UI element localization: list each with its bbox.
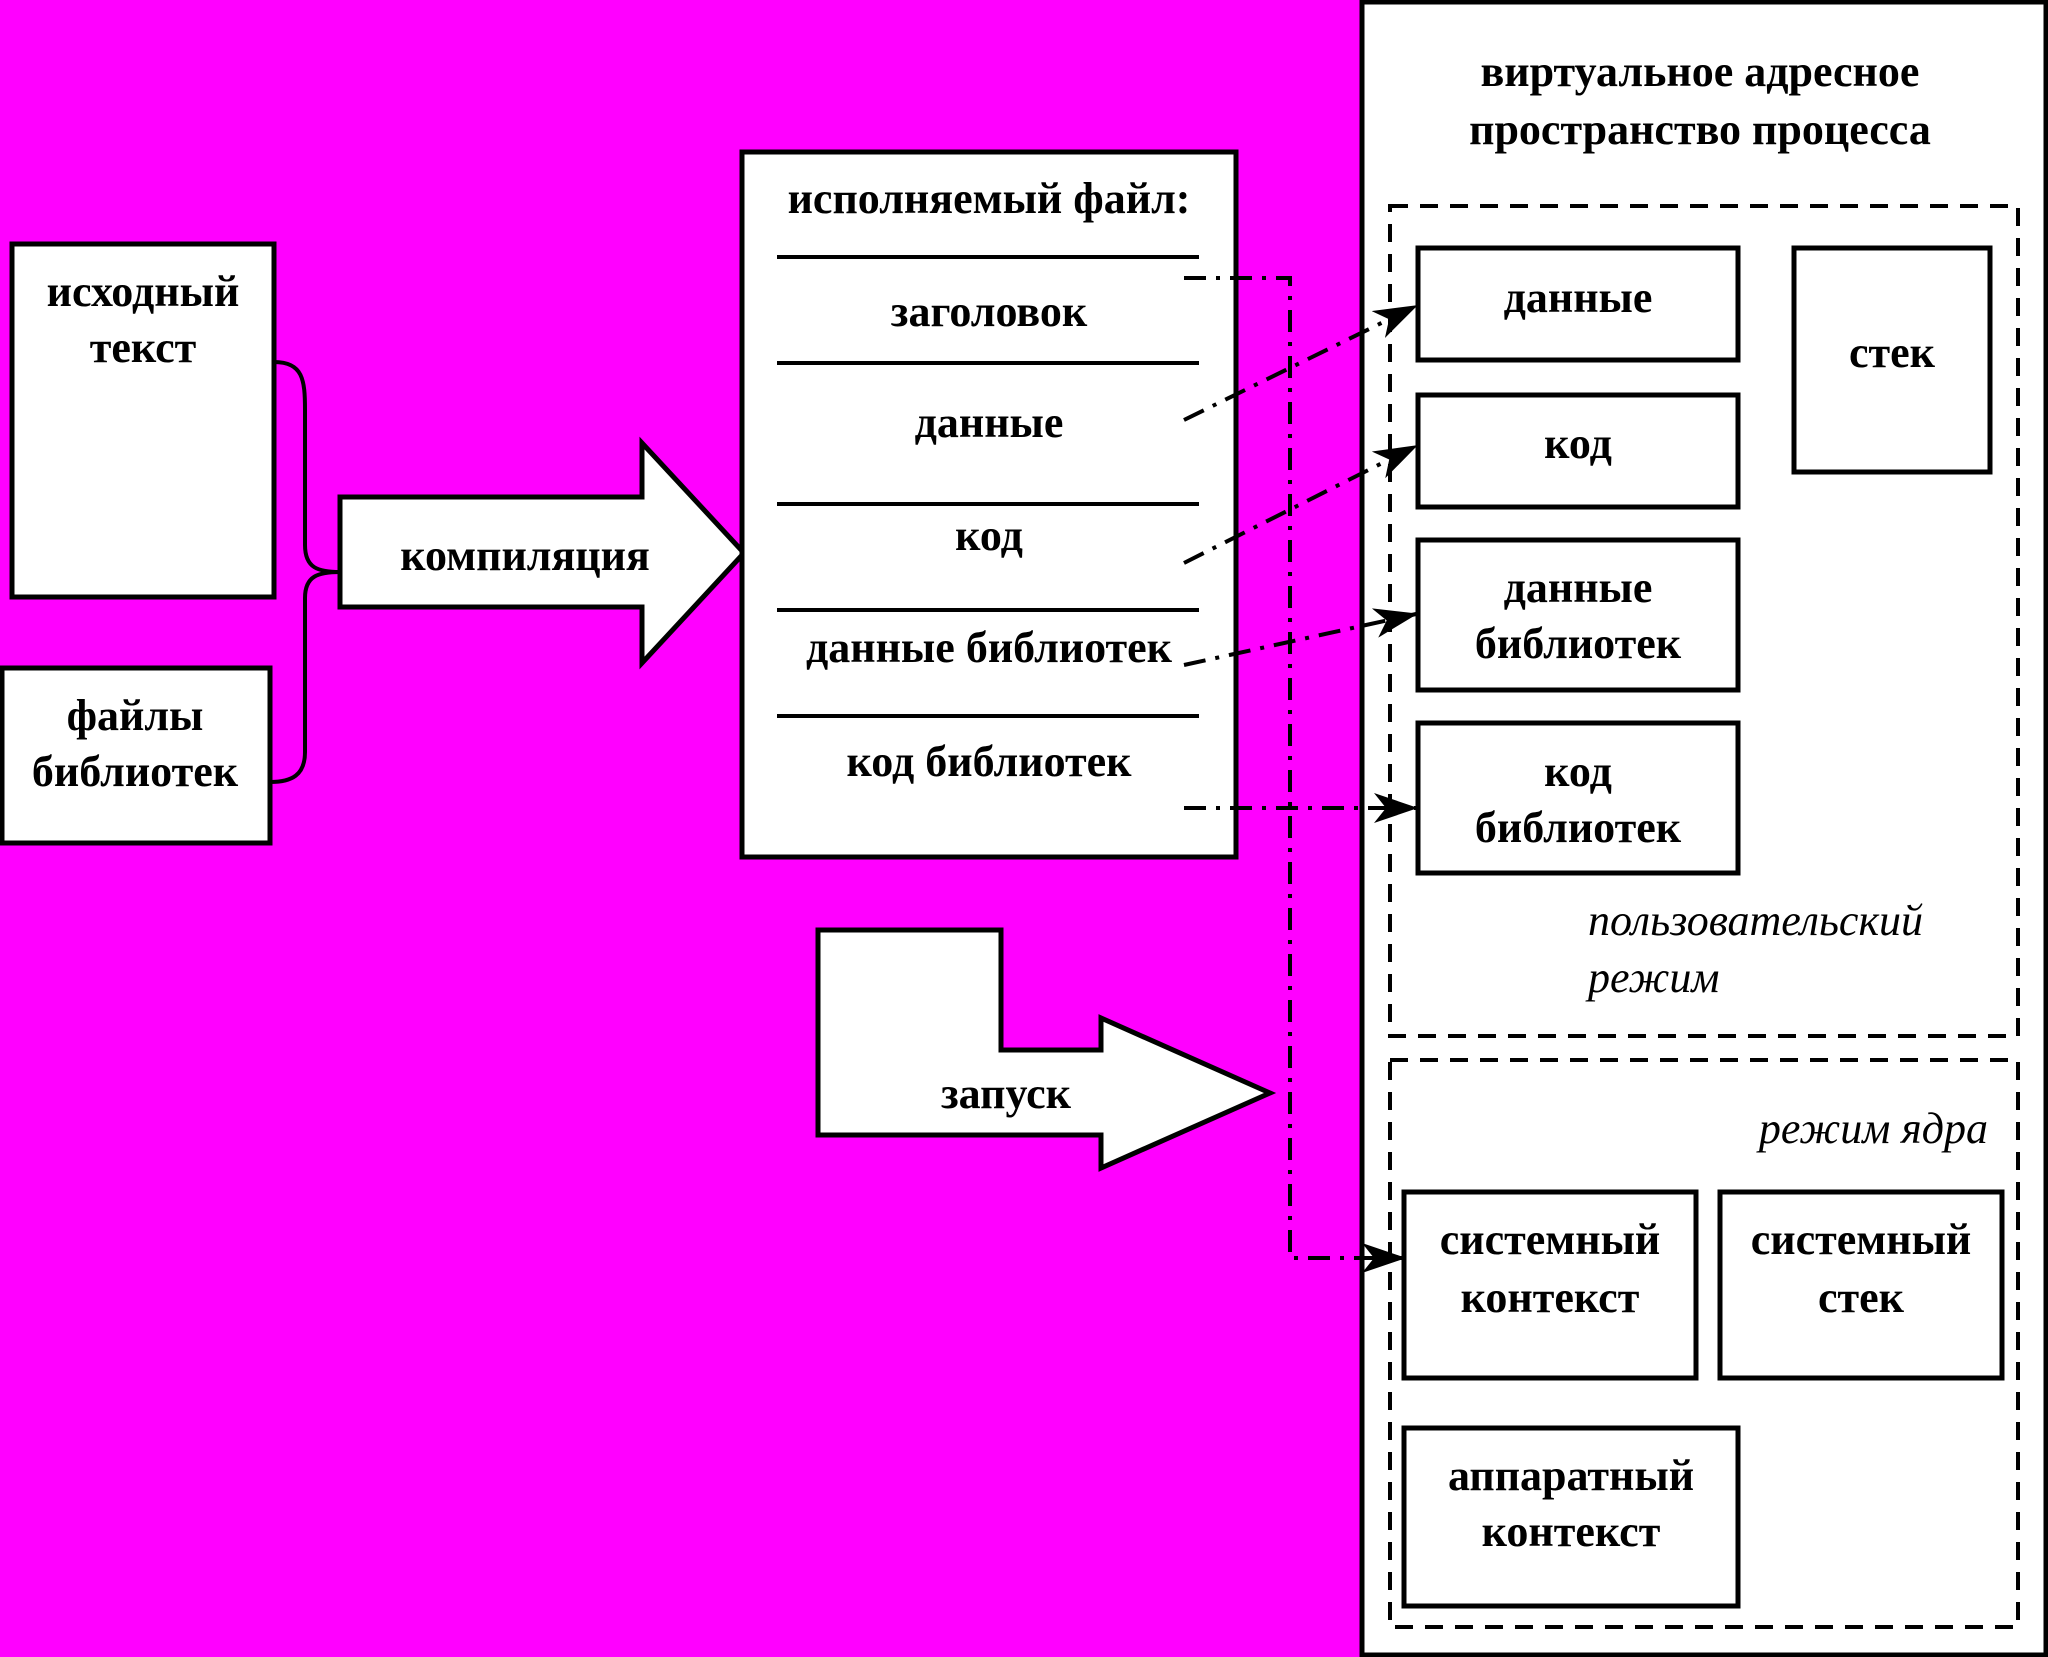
exec-section-lib-data: данные библиотек [806,623,1173,672]
user-lib-code-box [1415,720,1741,876]
library-files-label-2: библиотек [32,747,239,796]
user-lib-code-label-1: код [1544,747,1612,796]
exec-section-lib-code: код библиотек [847,737,1133,786]
address-space-title-2: пространство процесса [1469,105,1931,154]
user-data-label: данные [1504,273,1653,322]
user-stack-label: стек [1849,328,1936,377]
exec-section-data: данные [915,398,1064,447]
user-mode-label-1: пользовательский [1588,896,1923,945]
system-context-label-1: системный [1440,1215,1661,1264]
user-lib-code-label-2: библиотек [1475,803,1682,852]
exec-section-header: заголовок [891,287,1088,336]
user-lib-data-label-2: библиотек [1475,619,1682,668]
hardware-context-label-2: контекст [1482,1507,1661,1556]
library-files-label-1: файлы [67,691,204,740]
map-lib-data-arrow [1183,608,1418,667]
address-space-title-1: виртуальное адресное [1481,47,1920,96]
system-context-box [1401,1189,1699,1381]
map-code-arrow [1183,444,1418,565]
user-code-box [1415,392,1741,510]
user-mode-region: данные код данные библиотек код библиоте… [1388,204,2020,1038]
compile-arrow: компиляция [337,436,748,670]
launch-label: запуск [941,1069,1072,1118]
user-lib-data-label-1: данные [1504,563,1653,612]
kernel-mode-label: режим ядра [1756,1104,1988,1153]
compile-label: компиляция [400,531,650,580]
hardware-context-box [1401,1425,1741,1609]
source-text-label-1: исходный [47,267,240,316]
user-stack-box [1791,245,1993,475]
source-text-box: исходный текст [9,241,277,600]
hardware-context-label-1: аппаратный [1448,1451,1694,1500]
launch-arrow: запуск [815,927,1277,1172]
system-stack-label-1: системный [1751,1215,1972,1264]
system-stack-box [1717,1189,2005,1381]
system-stack-label-2: стек [1818,1273,1905,1322]
executable-title: исполняемый файл: [788,174,1191,223]
library-files-box: файлы библиотек [0,665,273,846]
user-data-box [1415,245,1741,363]
exec-section-code: код [955,511,1023,560]
map-header-arrow [1184,276,1406,1273]
system-context-label-2: контекст [1461,1273,1640,1322]
user-mode-label-2: режим [1585,953,1719,1002]
user-lib-data-box [1415,537,1741,693]
executable-file-box: исполняемый файл: заголовок данные код д… [739,149,1239,860]
user-code-label: код [1544,419,1612,468]
kernel-mode-region: режим ядра системный контекст системный … [1388,1058,2020,1629]
input-brace [269,360,341,784]
source-text-label-2: текст [90,323,197,372]
